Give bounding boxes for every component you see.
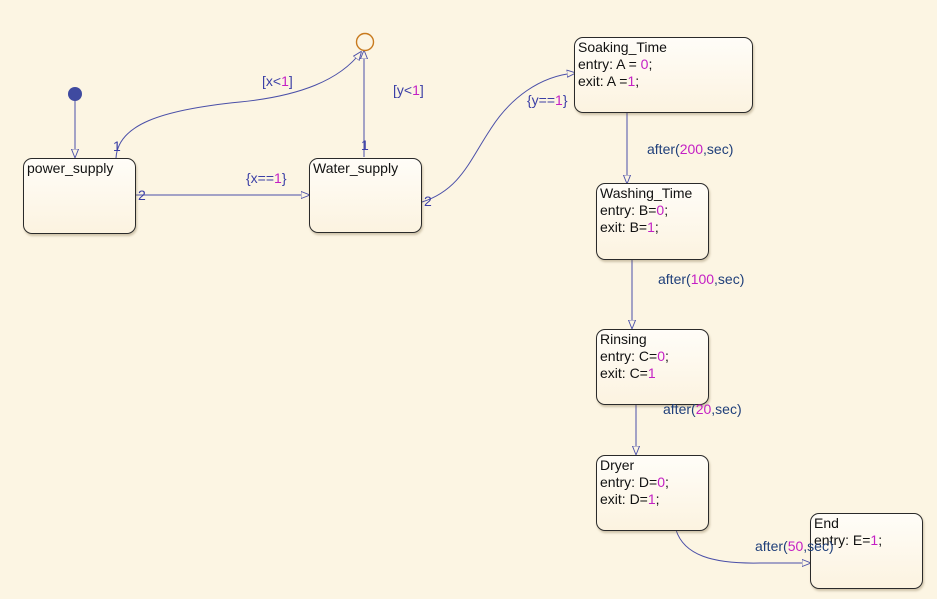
entry-action: entry: D=0; — [600, 474, 669, 490]
exit-action: exit: D=1; — [600, 491, 660, 507]
state-name: Rinsing — [600, 331, 647, 347]
label-x-lt-1[interactable]: [x<1] — [262, 73, 293, 89]
state-washing-time[interactable]: Washing_Time entry: B=0; exit: B=1; — [596, 183, 709, 260]
label-x-eq-1[interactable]: {x==1} — [246, 170, 287, 186]
label-after-200[interactable]: after(200,sec) — [647, 141, 734, 157]
label-y-eq-1[interactable]: {y==1} — [527, 92, 568, 108]
priority-water-to-junction: 1 — [361, 137, 369, 153]
state-name: Water_supply — [313, 160, 399, 176]
exit-action: exit: C=1 — [600, 365, 656, 381]
state-name: Dryer — [600, 457, 635, 473]
state-name: End — [814, 515, 839, 531]
priority-power-to-junction: 1 — [113, 138, 121, 154]
state-dryer[interactable]: Dryer entry: D=0; exit: D=1; — [596, 455, 709, 531]
entry-action: entry: E=1; — [814, 532, 883, 548]
junction-icon[interactable] — [355, 32, 375, 52]
state-end[interactable]: End entry: E=1; — [810, 513, 923, 589]
state-name: Washing_Time — [600, 185, 693, 201]
label-after-20[interactable]: after(20,sec) — [663, 401, 742, 417]
state-rinsing[interactable]: Rinsing entry: C=0; exit: C=1 — [596, 329, 709, 405]
priority-power-to-water: 2 — [138, 187, 146, 203]
state-soaking-time[interactable]: Soaking_Time entry: A = 0; exit: A =1; — [574, 37, 753, 113]
state-name: Soaking_Time — [578, 39, 667, 55]
priority-water-to-soaking: 2 — [424, 193, 432, 209]
state-water-supply[interactable]: Water_supply — [309, 158, 422, 233]
label-after-100[interactable]: after(100,sec) — [658, 271, 745, 287]
transition-water-to-soaking[interactable] — [421, 73, 575, 203]
label-after-50[interactable]: after(50,sec) — [755, 538, 834, 554]
default-transition-dot — [68, 87, 82, 101]
exit-action: exit: B=1; — [600, 219, 659, 235]
state-power-supply[interactable]: power_supply — [23, 158, 136, 234]
transition-dryer-to-end[interactable] — [675, 529, 810, 563]
exit-action: exit: A =1; — [578, 73, 640, 89]
state-name: power_supply — [27, 160, 114, 176]
entry-action: entry: C=0; — [600, 348, 669, 364]
entry-action: entry: B=0; — [600, 202, 669, 218]
label-y-lt-1[interactable]: [y<1] — [393, 82, 424, 98]
transition-power-to-junction[interactable] — [115, 52, 361, 159]
entry-action: entry: A = 0; — [578, 56, 653, 72]
